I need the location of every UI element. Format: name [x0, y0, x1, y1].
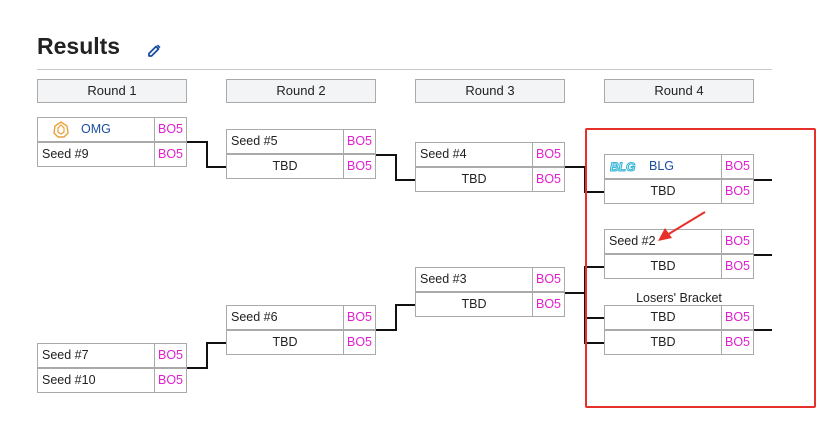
- team-name: BLG BLG: [610, 159, 675, 173]
- match-format: BO5: [154, 143, 186, 166]
- r1-match2-team1[interactable]: Seed #7 BO5: [37, 343, 187, 368]
- connector-line: [395, 304, 415, 306]
- team-name: Seed #2: [609, 234, 656, 248]
- match-format: BO5: [532, 143, 564, 166]
- r3-match2-team1[interactable]: Seed #3 BO5: [415, 267, 565, 292]
- round-1-header: Round 1: [37, 79, 187, 103]
- team-name: TBD: [272, 335, 298, 349]
- match-format: BO5: [721, 155, 753, 178]
- r2-match2-team2[interactable]: TBD BO5: [226, 330, 376, 355]
- r4-match3-team2[interactable]: TBD BO5: [604, 330, 754, 355]
- svg-text:BLG: BLG: [610, 160, 635, 173]
- connector-line: [584, 342, 604, 344]
- connector-line: [376, 154, 396, 156]
- connector-line: [376, 329, 396, 331]
- r3-match1-team1[interactable]: Seed #4 BO5: [415, 142, 565, 167]
- r4-match3-team1[interactable]: TBD BO5: [604, 305, 754, 330]
- connector-line: [187, 367, 207, 369]
- page-title: Results: [37, 33, 121, 59]
- team-name: TBD: [272, 159, 298, 173]
- connector-line: [754, 179, 772, 181]
- match-format: BO5: [721, 180, 753, 203]
- r2-match1-team1[interactable]: Seed #5 BO5: [226, 129, 376, 154]
- team-name: TBD: [461, 297, 487, 311]
- r4-match2-team2[interactable]: TBD BO5: [604, 254, 754, 279]
- match-format: BO5: [154, 369, 186, 392]
- r4-match2-team1[interactable]: Seed #2 BO5: [604, 229, 754, 254]
- connector-line: [754, 329, 772, 331]
- connector-line: [187, 141, 207, 143]
- match-format: BO5: [721, 230, 753, 253]
- match-format: BO5: [343, 155, 375, 178]
- r1-match1-team1[interactable]: OMG BO5: [37, 117, 187, 142]
- team-name: TBD: [650, 335, 676, 349]
- connector-line: [395, 179, 415, 181]
- team-name: TBD: [650, 259, 676, 273]
- team-name: OMG: [38, 118, 154, 141]
- team-name: Seed #7: [42, 348, 89, 362]
- match-format: BO5: [721, 255, 753, 278]
- connector-line: [754, 254, 772, 256]
- red-arrow-annotation: [658, 211, 706, 241]
- connector-line: [565, 166, 585, 168]
- match-format: BO5: [532, 293, 564, 316]
- match-format: BO5: [721, 331, 753, 354]
- blg-logo: BLG: [610, 160, 636, 173]
- team-name: Seed #3: [420, 272, 467, 286]
- r3-match1-team2[interactable]: TBD BO5: [415, 167, 565, 192]
- connector-line: [584, 191, 604, 193]
- r4-match1-team1[interactable]: BLG BLG BO5: [604, 154, 754, 179]
- match-format: BO5: [721, 306, 753, 329]
- connector-line: [206, 342, 226, 344]
- team-name: TBD: [650, 184, 676, 198]
- r3-match2-team2[interactable]: TBD BO5: [415, 292, 565, 317]
- match-format: BO5: [532, 268, 564, 291]
- highlight-box-annotation: [585, 128, 816, 408]
- r1-match2-team2[interactable]: Seed #10 BO5: [37, 368, 187, 393]
- r4-match1-team2[interactable]: TBD BO5: [604, 179, 754, 204]
- team-name: TBD: [461, 172, 487, 186]
- connector-line: [584, 266, 604, 268]
- team-name: TBD: [650, 310, 676, 324]
- connector-line: [565, 292, 585, 294]
- team-name: Seed #4: [420, 147, 467, 161]
- round-4-header: Round 4: [604, 79, 754, 103]
- match-format: BO5: [154, 118, 186, 141]
- team-name: Seed #5: [231, 134, 278, 148]
- pencil-edit-icon[interactable]: [146, 42, 162, 58]
- team-name: Seed #6: [231, 310, 278, 324]
- team-name: Seed #9: [42, 147, 89, 161]
- team-name: Seed #10: [42, 373, 96, 387]
- match-format: BO5: [343, 306, 375, 329]
- connector-line: [395, 304, 397, 331]
- connector-line: [584, 317, 604, 319]
- match-format: BO5: [532, 168, 564, 191]
- title-divider: [37, 69, 772, 70]
- connector-line: [206, 141, 208, 167]
- omg-logo: [53, 121, 69, 138]
- round-2-header: Round 2: [226, 79, 376, 103]
- connector-line: [206, 342, 208, 369]
- r2-match1-team2[interactable]: TBD BO5: [226, 154, 376, 179]
- round-3-header: Round 3: [415, 79, 565, 103]
- r1-match1-team2[interactable]: Seed #9 BO5: [37, 142, 187, 167]
- r2-match2-team1[interactable]: Seed #6 BO5: [226, 305, 376, 330]
- connector-line: [395, 154, 397, 180]
- connector-line: [206, 166, 226, 168]
- losers-bracket-label: Losers' Bracket: [636, 291, 722, 305]
- match-format: BO5: [343, 130, 375, 153]
- match-format: BO5: [343, 331, 375, 354]
- match-format: BO5: [154, 344, 186, 367]
